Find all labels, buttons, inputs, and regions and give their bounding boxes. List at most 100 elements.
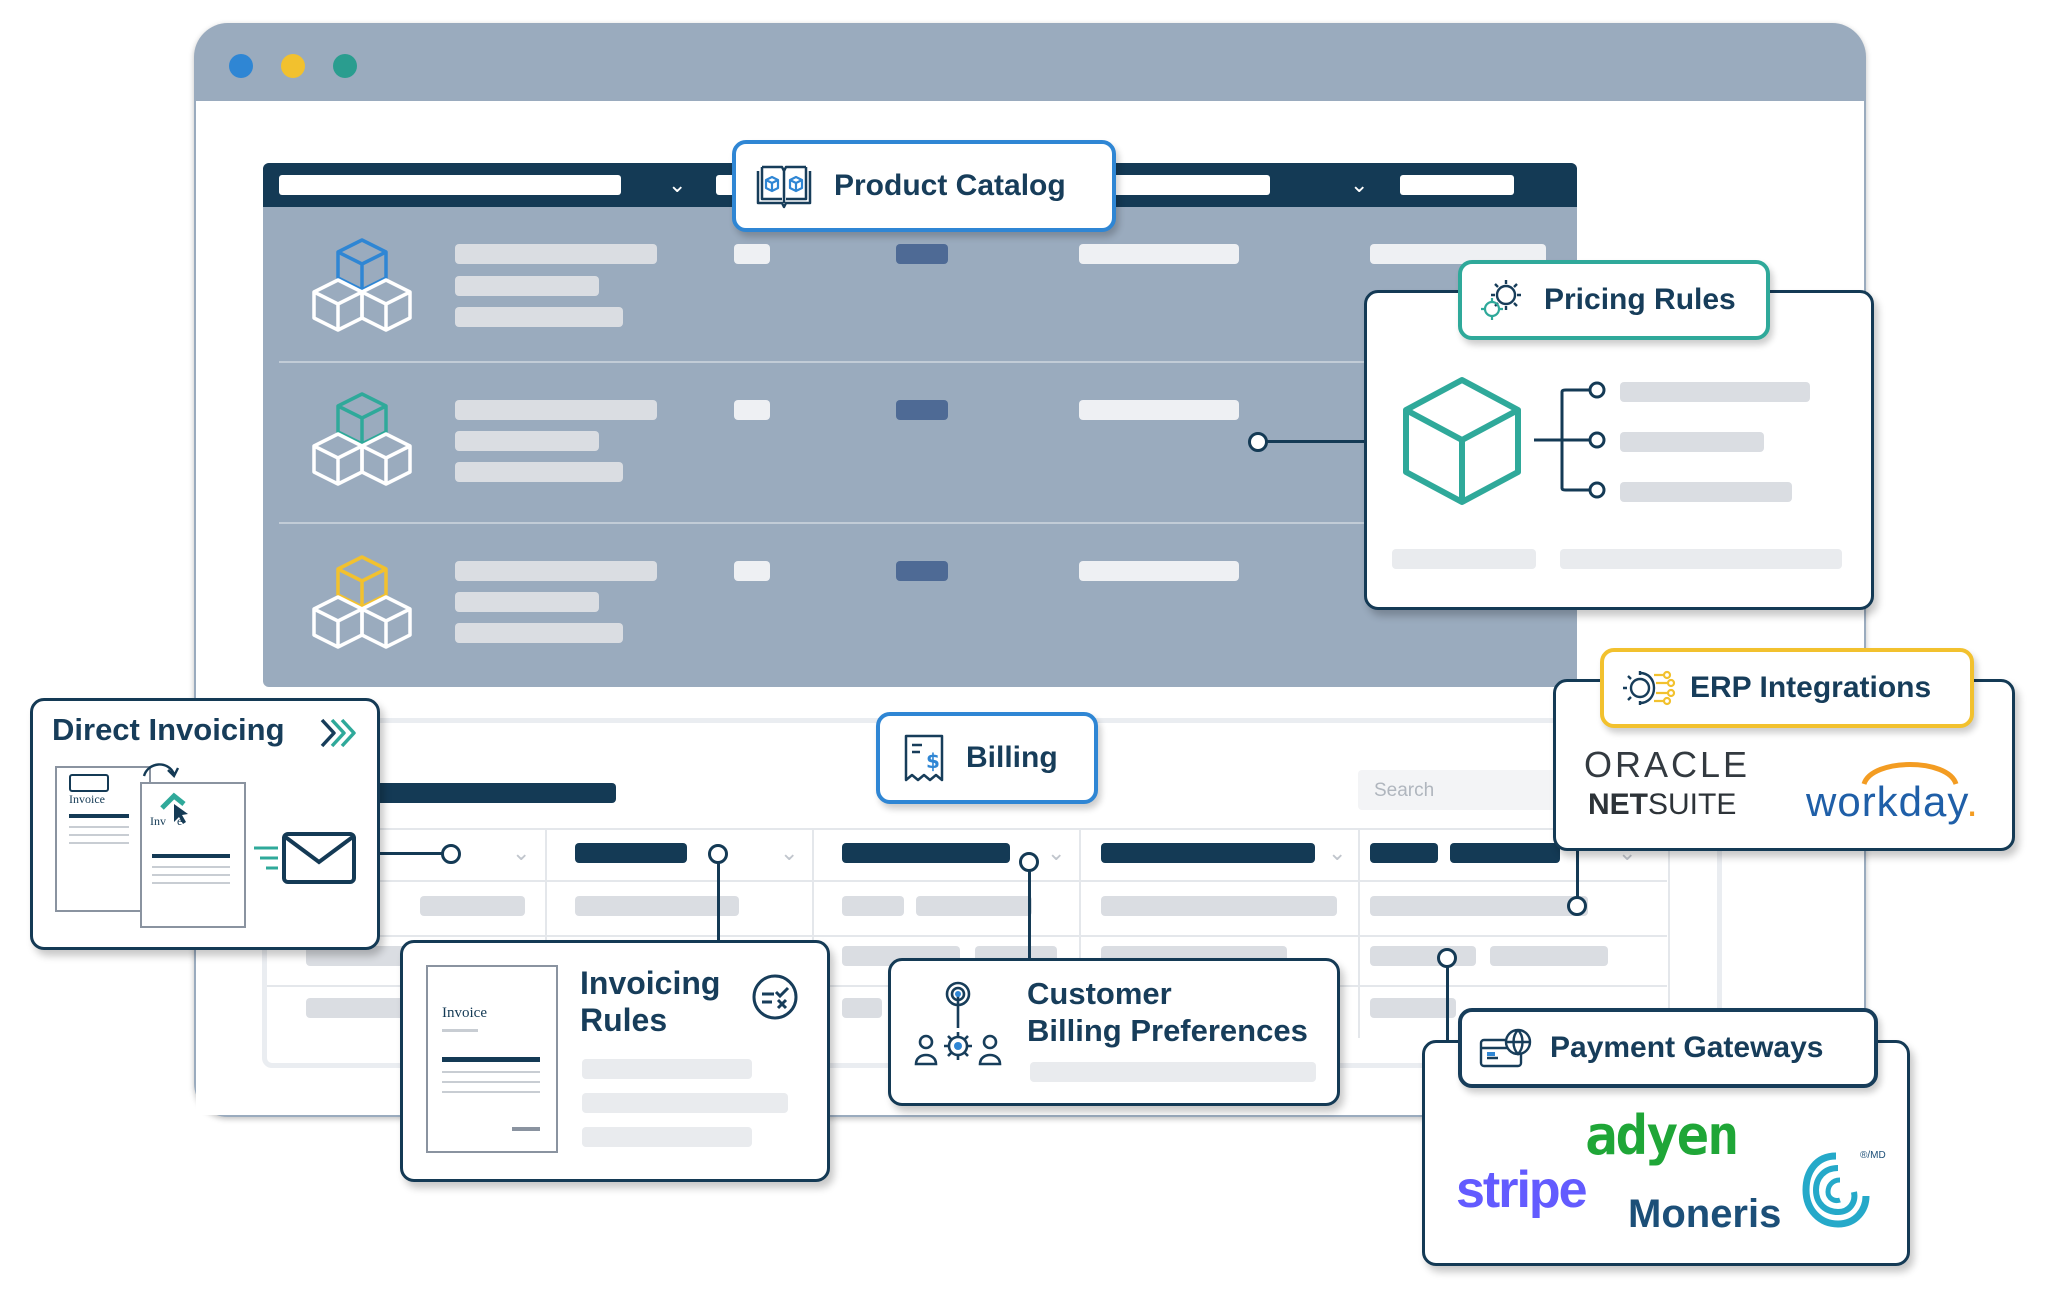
customer-billing-preferences-title: Customer Billing Preferences [1027, 975, 1308, 1049]
chevron-down-icon[interactable]: ⌄ [1047, 840, 1066, 865]
blue-cube-stack-icon [312, 238, 412, 332]
connector-node [708, 844, 728, 864]
workday-logo-mark: . [1966, 778, 1979, 825]
close-window-button[interactable] [229, 54, 253, 78]
column-header-placeholder[interactable] [575, 843, 687, 863]
erp-integrations-label[interactable]: ERP Integrations [1600, 648, 1974, 728]
table-cell [575, 896, 739, 916]
placeholder-text [455, 307, 623, 327]
column-header-placeholder[interactable] [1450, 843, 1560, 863]
netsuite-logo-suite: SUITE [1648, 788, 1737, 821]
placeholder-value [734, 244, 770, 264]
table-cell [306, 998, 406, 1018]
table-cell [842, 998, 882, 1018]
invoicing-rules-title-line1: Invoicing [580, 965, 721, 1001]
placeholder-text [582, 1059, 752, 1079]
netsuite-logo-net: NET [1588, 788, 1648, 821]
invoice-document: Invoice [426, 965, 558, 1153]
open-book-cubes-icon [756, 165, 812, 209]
column-header-placeholder[interactable] [279, 175, 621, 195]
placeholder-text [1620, 482, 1792, 502]
table-divider [267, 828, 1707, 830]
placeholder-text [1392, 549, 1536, 569]
invoice-line [442, 1029, 478, 1032]
placeholder-text [455, 561, 657, 581]
stripe-logo: stripe [1456, 1161, 1588, 1219]
workday-logo-text: workday [1806, 778, 1967, 825]
invoice-line [152, 866, 230, 868]
connector-line [717, 862, 720, 940]
erp-integrations-text: ERP Integrations [1690, 671, 1932, 704]
product-catalog-text: Product Catalog [834, 169, 1066, 202]
column-divider [812, 828, 814, 958]
connector-line [1576, 820, 1579, 902]
chevron-down-icon[interactable]: ⌄ [1350, 172, 1369, 197]
table-cell [1101, 896, 1337, 916]
invoice-line [152, 854, 230, 858]
column-divider [1358, 828, 1360, 1038]
status-badge [896, 244, 948, 264]
column-header-placeholder[interactable] [842, 843, 1010, 863]
maximize-window-button[interactable] [333, 54, 357, 78]
column-divider [545, 828, 547, 958]
invoice-line [512, 1127, 540, 1131]
double-chevron-icon [320, 718, 356, 748]
table-cell [1370, 998, 1456, 1018]
placeholder-text [1620, 382, 1810, 402]
connector-node [1567, 896, 1587, 916]
table-cell [420, 896, 525, 916]
invoice-line [69, 826, 129, 828]
column-header-placeholder[interactable] [1370, 843, 1438, 863]
invoicing-rules-title: Invoicing Rules [580, 965, 720, 1039]
invoice-doc-label: Invoice [69, 792, 105, 806]
moneris-swirl-icon [1802, 1152, 1870, 1228]
invoice-line [69, 842, 129, 844]
row-divider [279, 522, 1569, 524]
table-cell [1370, 896, 1588, 916]
placeholder-text [455, 623, 623, 643]
check-x-circle-icon [752, 974, 798, 1020]
gear-dollar-icon [1481, 280, 1521, 320]
search-input[interactable]: Search [1358, 770, 1558, 810]
svg-text:$: $ [926, 749, 940, 773]
column-header-placeholder[interactable] [1400, 175, 1514, 195]
status-badge [896, 400, 948, 420]
product-catalog-label[interactable]: Product Catalog [732, 140, 1116, 232]
oracle-logo: ORACLE [1584, 744, 1751, 785]
chevron-down-icon[interactable]: ⌄ [668, 172, 687, 197]
direct-invoicing-title: Direct Invoicing [52, 712, 285, 747]
chevron-down-icon[interactable]: ⌄ [780, 840, 799, 865]
cursor-pen-icon [160, 792, 188, 824]
pricing-rules-label[interactable]: Pricing Rules [1458, 260, 1770, 340]
payment-gateways-label[interactable]: Payment Gateways [1458, 1008, 1878, 1088]
invoice-line [69, 814, 129, 818]
billing-text: Billing [966, 741, 1058, 774]
placeholder-value [1370, 244, 1546, 264]
chevron-down-icon[interactable]: ⌄ [512, 840, 531, 865]
column-header-placeholder[interactable] [1101, 843, 1315, 863]
placeholder-text [455, 592, 599, 612]
invoice-doc-label: Invoice [442, 1005, 487, 1021]
minimize-window-button[interactable] [281, 54, 305, 78]
gear-circuit-icon [1623, 670, 1676, 706]
receipt-dollar-icon: $ [904, 734, 944, 782]
column-header-placeholder[interactable] [1100, 175, 1270, 195]
customer-billing-preferences-title-line2: Billing Preferences [1027, 1013, 1308, 1048]
status-badge [896, 561, 948, 581]
invoice-header-box [69, 774, 109, 792]
placeholder-value [1079, 400, 1239, 420]
connector-node [1019, 852, 1039, 872]
moneris-logo: Moneris [1628, 1192, 1782, 1236]
placeholder-value [1079, 561, 1239, 581]
placeholder-text [1560, 549, 1842, 569]
connector-node [441, 844, 461, 864]
card-globe-icon [1479, 1028, 1532, 1068]
yellow-cube-stack-icon [312, 555, 412, 649]
table-row-divider [267, 880, 1667, 882]
billing-label[interactable]: $ Billing [876, 712, 1098, 804]
connector-node [1437, 948, 1457, 968]
chevron-down-icon[interactable]: ⌄ [1328, 840, 1347, 865]
invoice-document: Invoice [55, 766, 151, 912]
workday-logo-arc [1861, 762, 1959, 786]
table-cell [306, 946, 426, 966]
